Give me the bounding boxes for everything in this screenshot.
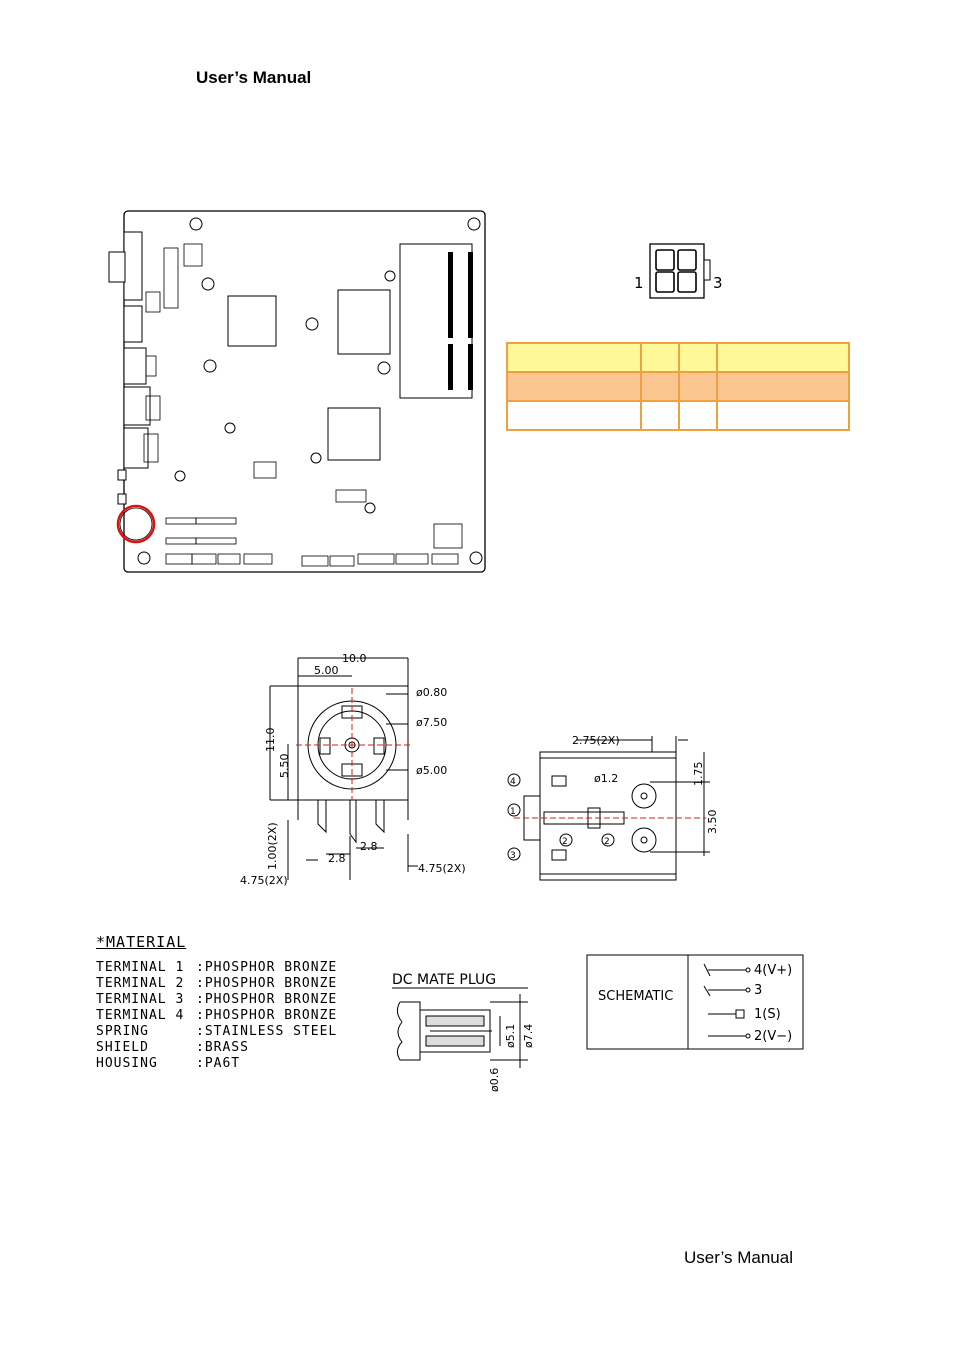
schematic-box: SCHEMATIC 4(V+) 3 1(S) 2(V−) xyxy=(586,954,804,1050)
svg-text:3.50: 3.50 xyxy=(706,810,719,835)
power-connector-diagram: 1 3 xyxy=(634,243,723,299)
list-item: TERMINAL 4:PHOSPHOR BRONZE xyxy=(96,1008,338,1023)
list-item: SPRING:STAINLESS STEEL xyxy=(96,1024,338,1039)
svg-text:4: 4 xyxy=(510,777,516,787)
table-row xyxy=(506,400,850,431)
list-item: HOUSING:PA6T xyxy=(96,1056,241,1071)
svg-text:ø7.50: ø7.50 xyxy=(416,716,447,729)
material-list: *MATERIAL TERMINAL 1:PHOSPHOR BRONZE TER… xyxy=(96,934,337,1072)
svg-text:ø1.2: ø1.2 xyxy=(594,772,618,785)
svg-text:2.8: 2.8 xyxy=(360,840,378,853)
svg-text:SCHEMATIC: SCHEMATIC xyxy=(598,989,673,1004)
svg-text:ø5.00: ø5.00 xyxy=(416,764,447,777)
table-row xyxy=(506,342,850,373)
list-item: TERMINAL 1:PHOSPHOR BRONZE xyxy=(96,960,338,975)
svg-text:DC MATE PLUG: DC MATE PLUG xyxy=(392,972,496,988)
svg-text:2: 2 xyxy=(562,837,568,847)
table-row xyxy=(506,371,850,402)
svg-text:ø0.6: ø0.6 xyxy=(488,1068,501,1092)
dc-jack-front-drawing: 10.0 5.00 ø0.80 ø7.50 ø5.00 11.0 5.50 1.… xyxy=(240,652,466,887)
svg-text:ø0.80: ø0.80 xyxy=(416,686,447,699)
svg-text:11.0: 11.0 xyxy=(264,728,277,753)
svg-text:1.75: 1.75 xyxy=(692,762,705,787)
header-title: User’s Manual xyxy=(196,68,312,87)
svg-text:3: 3 xyxy=(754,983,762,998)
svg-text:5.50: 5.50 xyxy=(278,754,291,779)
svg-text:4.75(2X): 4.75(2X) xyxy=(418,862,466,875)
motherboard-diagram xyxy=(108,210,486,573)
dc-mate-plug-drawing: DC MATE PLUG ø5.1 ø7.4 ø0.6 xyxy=(392,972,535,1092)
svg-text:10.0: 10.0 xyxy=(342,652,367,665)
list-item: SHIELD:BRASS xyxy=(96,1040,249,1055)
svg-text:3: 3 xyxy=(510,851,516,861)
svg-text:ø7.4: ø7.4 xyxy=(522,1024,535,1048)
list-item: TERMINAL 3:PHOSPHOR BRONZE xyxy=(96,992,338,1007)
svg-text:2.75(2X): 2.75(2X) xyxy=(572,734,620,747)
svg-text:1.00(2X): 1.00(2X) xyxy=(266,822,279,870)
svg-text:4(V+): 4(V+) xyxy=(754,963,792,978)
list-item: TERMINAL 2:PHOSPHOR BRONZE xyxy=(96,976,338,991)
svg-text:1(S): 1(S) xyxy=(754,1007,781,1022)
highlight-circle xyxy=(116,504,156,544)
connector-pin-3: 3 xyxy=(713,274,723,292)
material-title: *MATERIAL xyxy=(96,933,187,951)
svg-text:1: 1 xyxy=(510,807,516,817)
footer-title: User’s Manual xyxy=(684,1248,793,1267)
pin-definition-table xyxy=(506,342,850,431)
svg-text:2.8: 2.8 xyxy=(328,852,346,865)
connector-pin-1: 1 xyxy=(634,274,644,292)
svg-text:2(V−): 2(V−) xyxy=(754,1029,792,1044)
dc-jack-side-drawing: 2.75(2X) ø1.2 4 1 3 2 2 1.75 3.50 xyxy=(507,734,719,881)
svg-text:ø5.1: ø5.1 xyxy=(504,1024,517,1048)
svg-text:2: 2 xyxy=(604,837,610,847)
svg-text:4.75(2X): 4.75(2X) xyxy=(240,874,288,887)
svg-text:5.00: 5.00 xyxy=(314,664,339,677)
